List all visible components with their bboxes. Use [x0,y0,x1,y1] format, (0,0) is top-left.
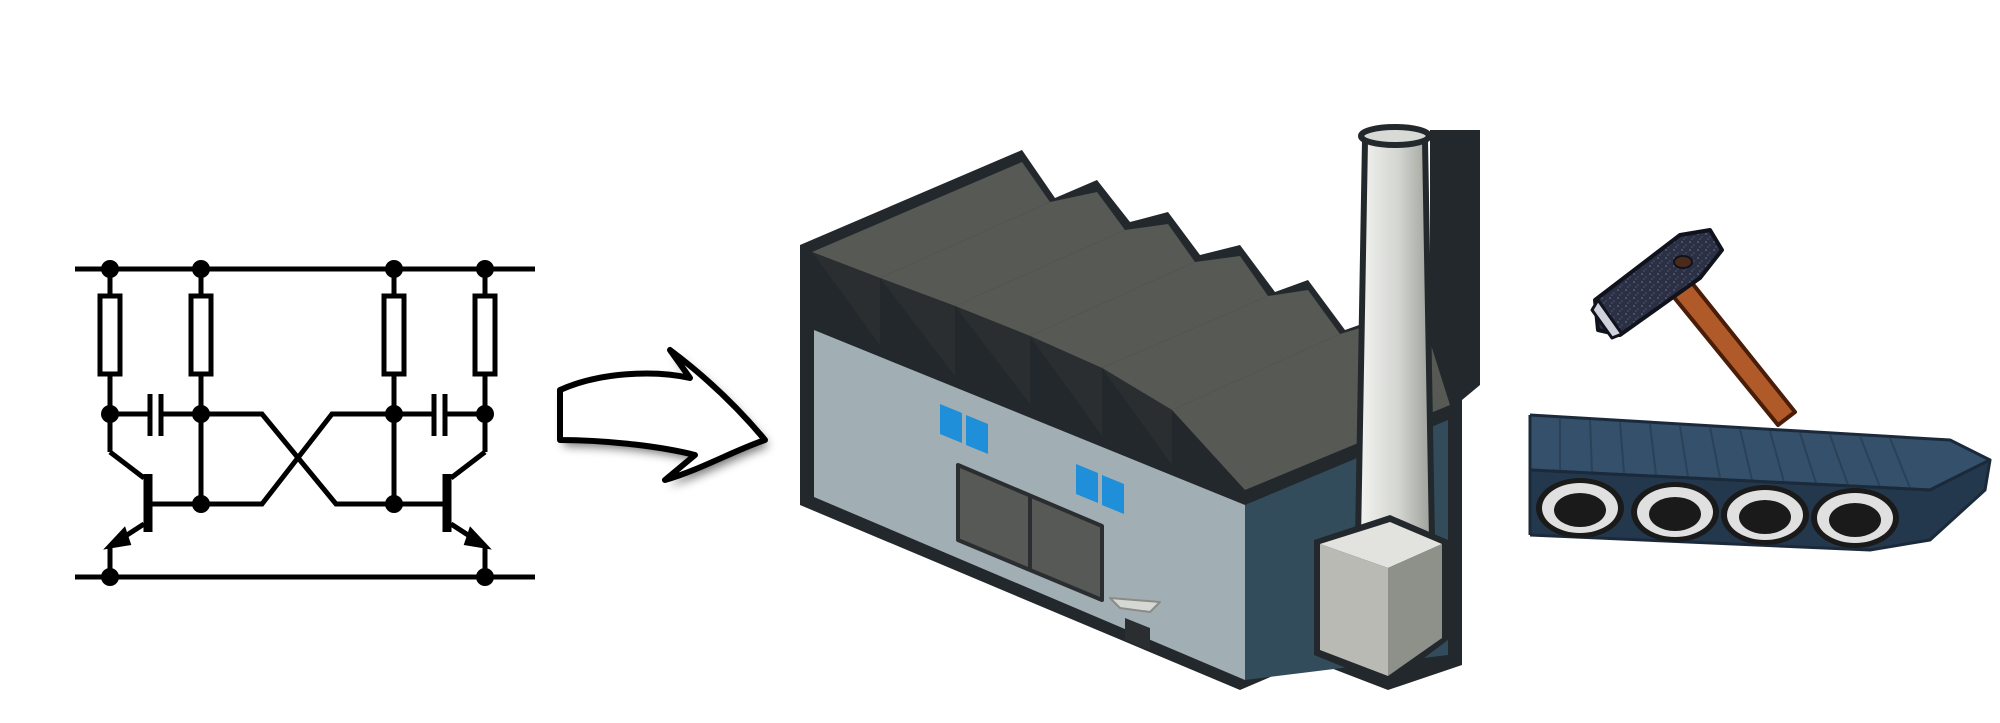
conveyor-roller-3 [1721,485,1809,545]
resistor-1 [97,269,123,414]
capacitor-right [394,394,485,436]
factory-window-2 [1076,464,1124,514]
capacitor-left [110,394,201,436]
curved-arrow-icon [557,347,769,486]
conveyor-roller-4 [1811,488,1899,548]
conveyor-roller-2 [1631,482,1719,542]
transistor-left [103,414,201,577]
conveyor-roller-1 [1536,478,1624,538]
chimney [1355,137,1435,543]
hammer-icon [1590,228,1797,427]
conveyor-belt-icon [1500,400,1992,560]
cross-coupling-wires [201,411,394,507]
circuit-schematic-icon [75,260,535,586]
junction-dots [101,260,494,586]
factory-window-1 [940,404,988,454]
factory-icon [800,124,1480,690]
resistor-4 [472,269,498,414]
resistor-3 [381,269,407,414]
transistor-right [394,414,492,577]
resistor-2 [188,269,214,414]
